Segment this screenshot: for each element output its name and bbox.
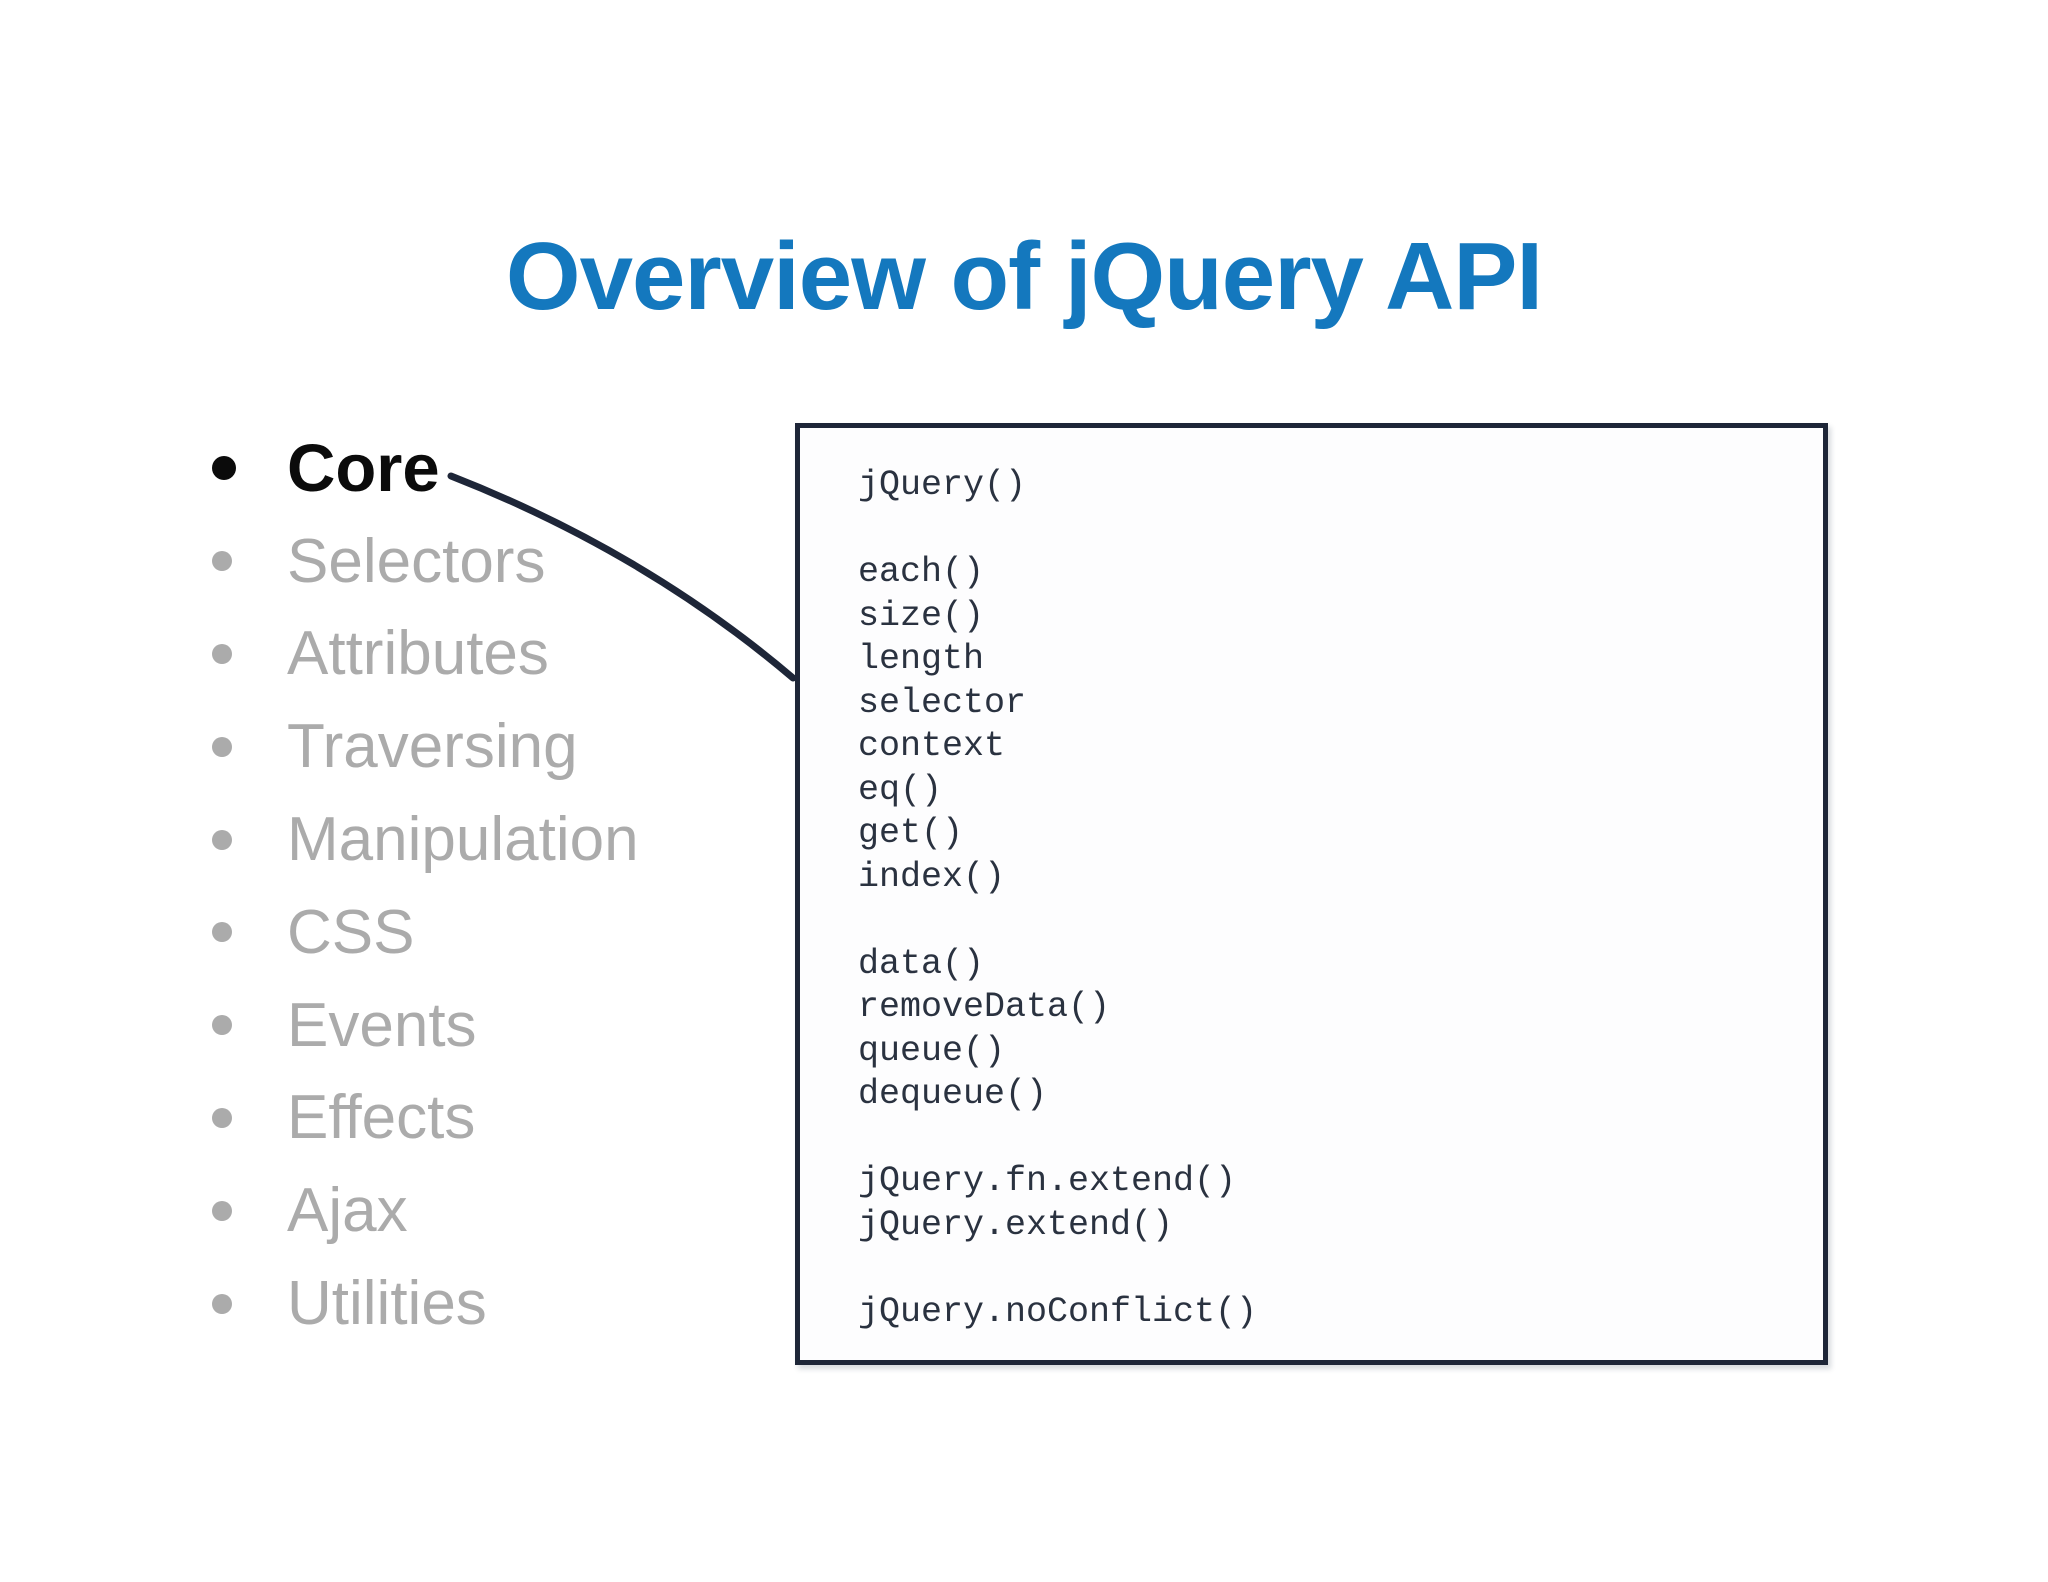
topic-item-ajax: Ajax	[212, 1164, 639, 1257]
code-line: queue()	[858, 1030, 1006, 1071]
code-line: dequeue()	[858, 1074, 1048, 1114]
bullet-icon	[212, 829, 232, 850]
code-line: jQuery.noConflict()	[858, 1291, 1258, 1332]
code-line: jQuery()	[858, 465, 1027, 505]
code-line: selector	[858, 682, 1027, 723]
code-line: index()	[858, 856, 1006, 897]
topic-label: Selectors	[287, 526, 546, 596]
code-line: size()	[858, 595, 985, 636]
code-line: each()	[858, 552, 985, 592]
code-line: length	[858, 639, 985, 679]
bullet-icon	[212, 643, 232, 664]
code-line: context	[858, 726, 1006, 766]
topic-item-core: Core	[212, 422, 639, 515]
code-line	[858, 508, 1803, 552]
slide-title: Overview of jQuery API	[505, 223, 1543, 330]
topic-label: Attributes	[287, 619, 549, 689]
bullet-icon	[212, 456, 236, 481]
code-line: jQuery.fn.extend()	[858, 1161, 1237, 1201]
bullet-icon	[212, 551, 232, 572]
code-line	[858, 1117, 1803, 1161]
topic-label: Ajax	[287, 1176, 408, 1246]
topic-label: Events	[287, 990, 477, 1060]
topic-item-attributes: Attributes	[212, 608, 639, 701]
topic-label: Effects	[287, 1083, 476, 1153]
bullet-icon	[212, 1293, 232, 1314]
topic-label: Traversing	[287, 712, 578, 782]
code-line: data()	[858, 943, 985, 984]
code-line: jQuery.extend()	[858, 1204, 1174, 1245]
bullet-icon	[212, 922, 232, 943]
topic-item-manipulation: Manipulation	[212, 793, 639, 886]
topic-label: Manipulation	[287, 805, 639, 875]
bullet-icon	[212, 736, 232, 757]
code-line	[858, 1247, 1803, 1291]
topic-item-traversing: Traversing	[212, 700, 639, 793]
topic-item-css: CSS	[212, 886, 639, 979]
code-line	[858, 899, 1803, 943]
topic-label: Core	[287, 430, 440, 506]
code-line: eq()	[858, 769, 943, 810]
topic-item-effects: Effects	[212, 1072, 639, 1165]
topic-label: Utilities	[287, 1269, 487, 1339]
code-line: get()	[858, 813, 964, 853]
topic-item-utilities: Utilities	[212, 1257, 639, 1350]
code-line: removeData()	[858, 987, 1111, 1027]
topic-label: CSS	[287, 897, 415, 967]
bullet-icon	[212, 1015, 232, 1036]
topic-item-events: Events	[212, 979, 639, 1072]
topic-item-selectors: Selectors	[212, 515, 639, 608]
bullet-icon	[212, 1200, 232, 1221]
bullet-icon	[212, 1107, 232, 1128]
